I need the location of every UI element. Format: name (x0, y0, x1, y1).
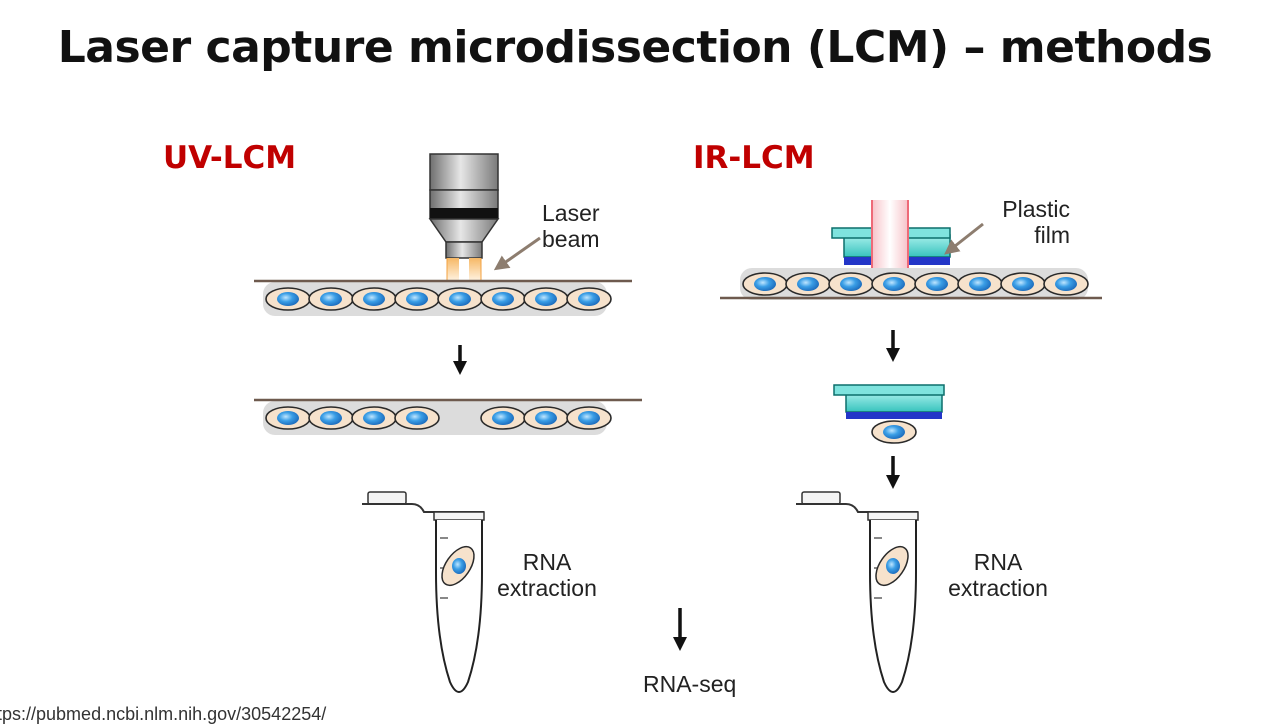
plastic-film-label: Plastic film (980, 196, 1070, 248)
uv-laser-beam (446, 258, 482, 280)
laser-label-line2: beam (542, 226, 600, 252)
laser-label-line1: Laser (542, 200, 600, 226)
ir-lifted-cap (833, 384, 945, 444)
uv-slide-before (254, 279, 632, 316)
uv-rna-line2: extraction (497, 575, 597, 601)
ir-tube (796, 491, 919, 693)
uv-rna-extraction-label: RNA extraction (487, 549, 607, 601)
film-pointer-arrow (944, 222, 984, 255)
uv-lcm-heading: UV-LCM (163, 140, 297, 176)
laser-beam-label: Laser beam (542, 200, 600, 252)
rna-seq-label: RNA-seq (643, 671, 737, 697)
uv-tube (362, 491, 485, 693)
ir-rna-line2: extraction (948, 575, 1048, 601)
ir-lcm-heading: IR-LCM (693, 140, 815, 176)
laser-pointer-arrow (493, 236, 541, 271)
uv-objective (428, 153, 500, 259)
uv-rna-line1: RNA (522, 549, 572, 575)
ir-rna-extraction-label: RNA extraction (938, 549, 1058, 601)
film-label-line2: film (1034, 222, 1070, 248)
ir-slide (720, 268, 1102, 300)
page-title: Laser capture microdissection (LCM) – me… (57, 22, 1213, 73)
uv-slide-after (254, 398, 642, 435)
ir-laser-beam (871, 200, 909, 270)
ir-rna-line1: RNA (973, 549, 1023, 575)
film-label-line1: Plastic (1002, 196, 1070, 222)
